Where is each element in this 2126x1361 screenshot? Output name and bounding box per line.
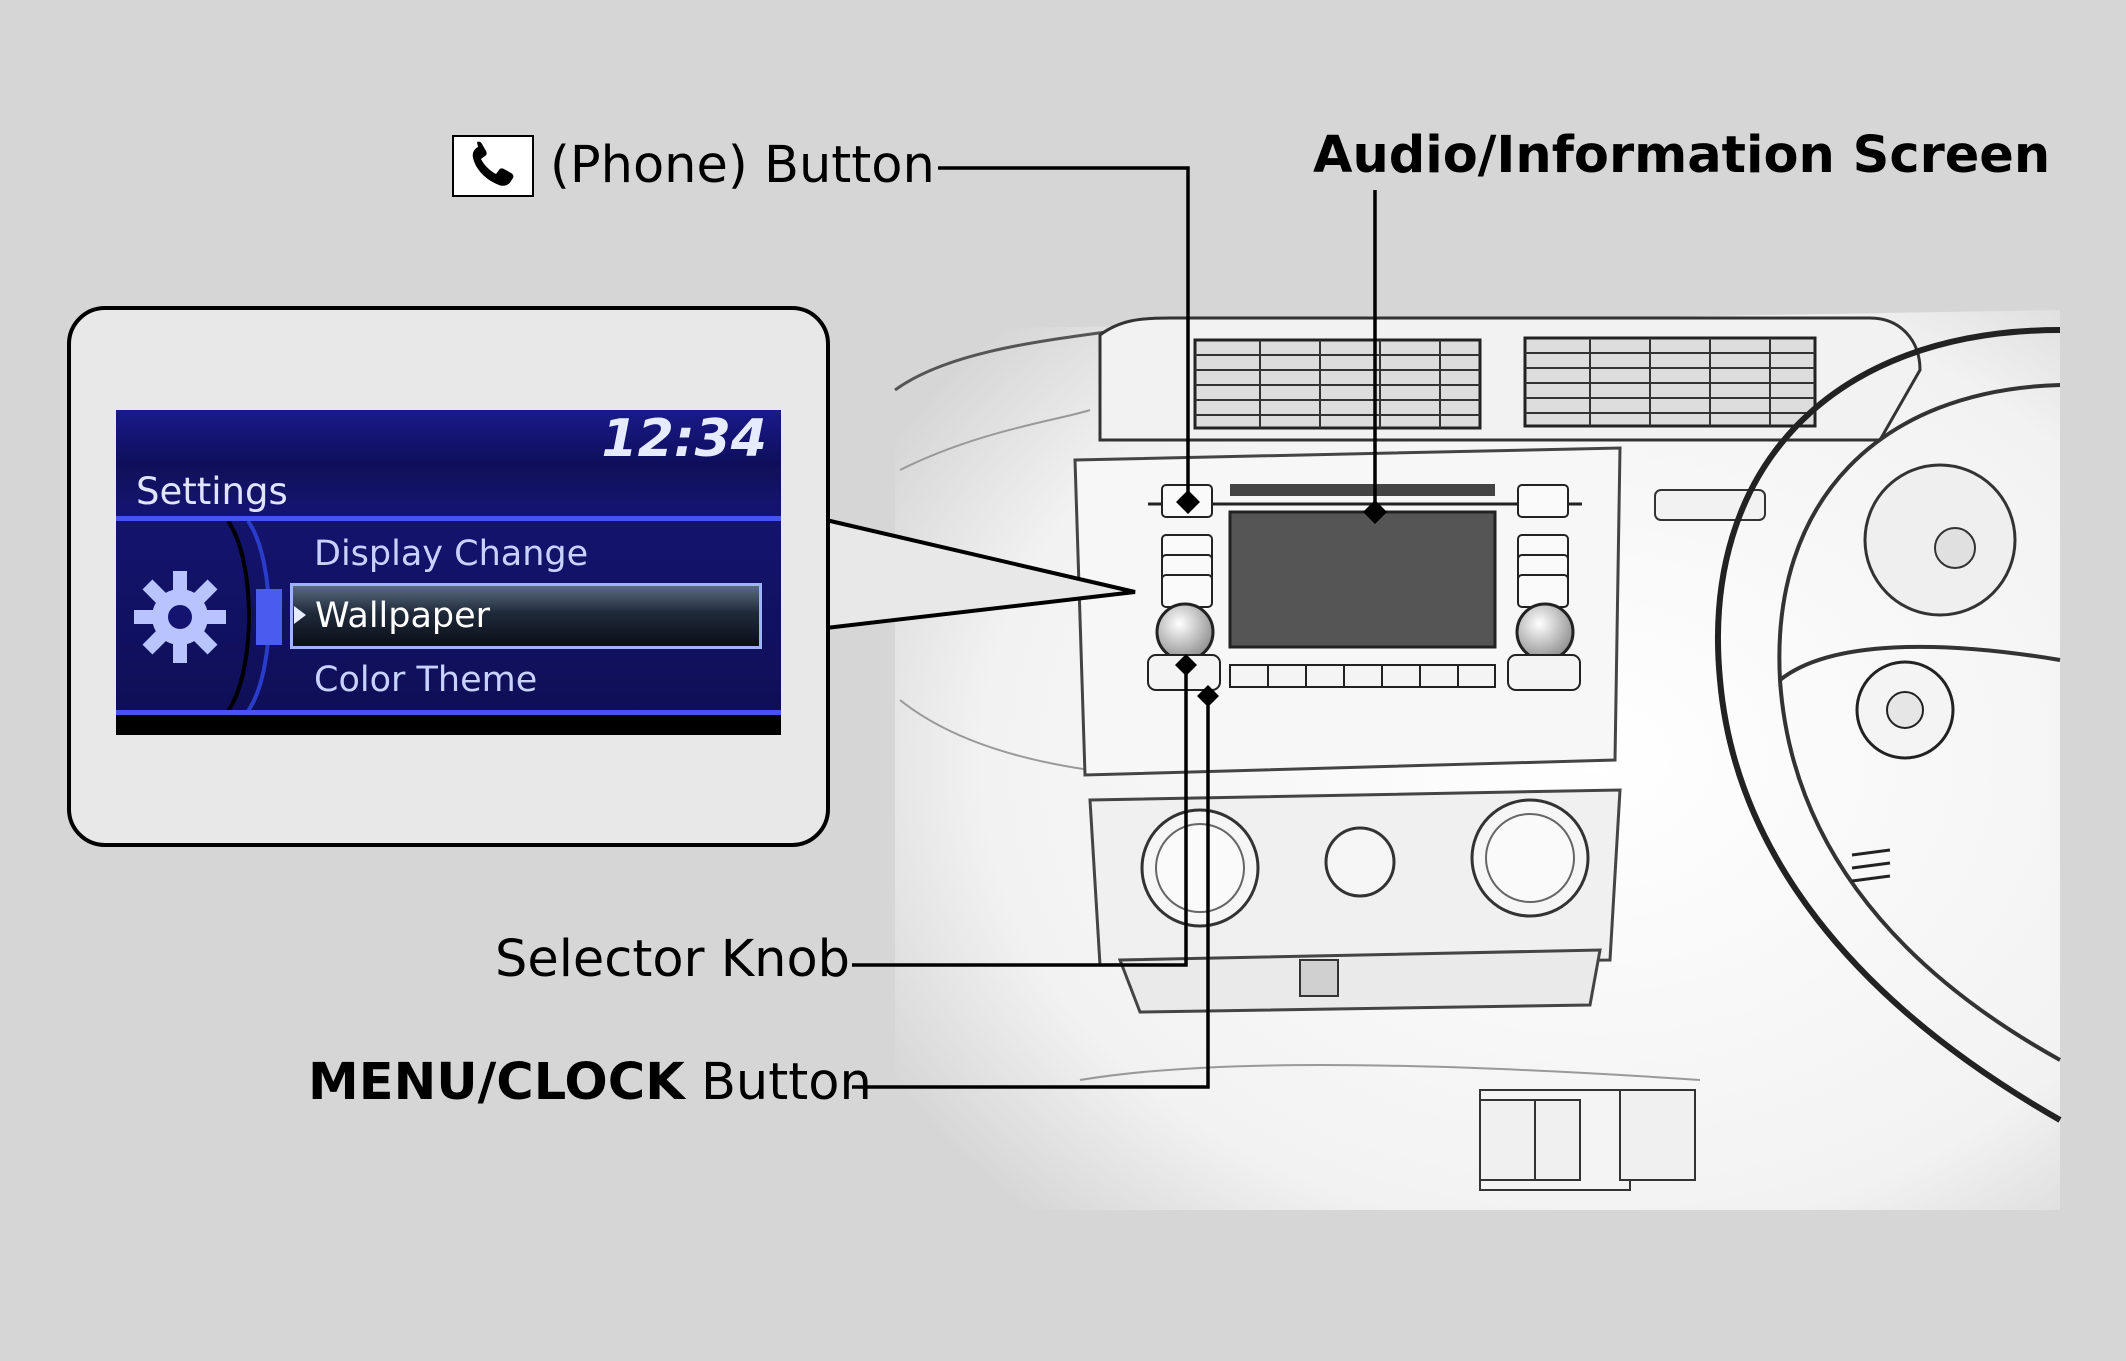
screen-status-bar bbox=[116, 410, 781, 465]
screen-button-strip bbox=[1229, 664, 1496, 688]
menu-clock-label-bold: MENU/CLOCK bbox=[308, 1053, 685, 1112]
phone-button-label: (Phone) Button bbox=[550, 136, 935, 195]
selector-knob-hardware bbox=[1155, 602, 1215, 662]
menu-clock-leader-line bbox=[852, 696, 1210, 1089]
selector-leader-line bbox=[852, 664, 1188, 967]
screen-bottom-bar bbox=[116, 715, 781, 735]
steering-wheel bbox=[1715, 327, 2062, 1123]
divider bbox=[116, 710, 781, 715]
screen-clock: 12:34 bbox=[601, 410, 767, 469]
audio-screen-label: Audio/Information Screen bbox=[1313, 126, 2051, 185]
menu-item-color-theme[interactable]: Color Theme bbox=[314, 660, 538, 700]
screen-title: Settings bbox=[136, 470, 288, 513]
menu-item-display-change[interactable]: Display Change bbox=[314, 534, 589, 574]
menu-clock-button-label: MENU/CLOCK Button bbox=[308, 1057, 872, 1108]
divider bbox=[116, 516, 781, 521]
settings-screen: 12:34 Settings Display Change Wallpaper … bbox=[116, 410, 781, 735]
audio-information-screen bbox=[1228, 510, 1497, 649]
menu-clock-label-rest: Button bbox=[684, 1053, 872, 1112]
selector-knob-label: Selector Knob bbox=[495, 930, 851, 989]
gear-icon bbox=[134, 521, 282, 711]
selection-pointer-icon bbox=[294, 606, 306, 624]
phone-handset-icon bbox=[452, 135, 534, 197]
phone-leader-line bbox=[938, 166, 1190, 502]
menu-item-wallpaper[interactable]: Wallpaper bbox=[290, 583, 762, 649]
